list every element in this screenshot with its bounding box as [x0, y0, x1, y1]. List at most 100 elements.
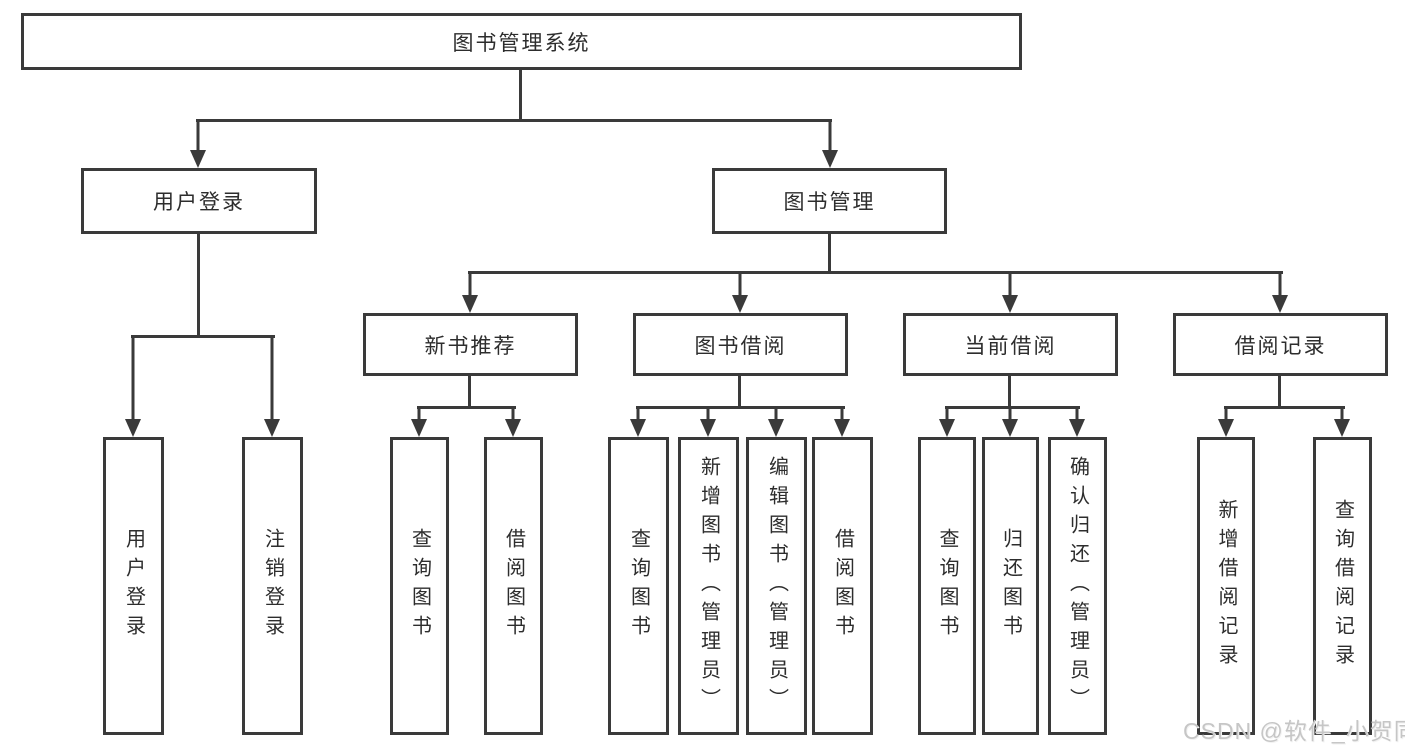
leaf-add-borrow-record: 新增借阅记录 — [1197, 437, 1255, 735]
arrow-group-c-leaf-2 — [768, 407, 784, 437]
arrow-shaft — [828, 120, 832, 152]
arrow-shaft — [945, 407, 949, 421]
arrow-to-leaf-user-login — [125, 336, 141, 437]
arrow-shaft — [1340, 407, 1344, 421]
arrow-shaft — [1008, 272, 1012, 297]
connector-group-c-bar — [636, 406, 845, 409]
arrow-head-icon — [732, 295, 748, 313]
arrow-group-c-leaf-1 — [700, 407, 716, 437]
leaf-query-books-b: 查询图书 — [390, 437, 449, 735]
node-label: 新书推荐 — [424, 334, 517, 358]
arrow-head-icon — [630, 419, 646, 437]
arrow-shaft — [1278, 272, 1282, 297]
leaf-label: 确认归还（管理员） — [1066, 455, 1089, 717]
arrow-to-book-management — [822, 120, 838, 168]
arrow-group-b-leaf-0 — [411, 407, 427, 437]
leaf-label: 新增图书（管理员） — [697, 455, 720, 717]
arrow-group-e-leaf-1 — [1334, 407, 1350, 437]
node-user-login: 用户登录 — [81, 168, 317, 234]
leaf-label: 归还图书 — [999, 528, 1022, 644]
connector-group-c-stem — [738, 376, 741, 407]
arrow-shaft — [774, 407, 778, 421]
node-borrowing-records: 借阅记录 — [1173, 313, 1388, 376]
arrow-head-icon — [1272, 295, 1288, 313]
node-label: 当前借阅 — [964, 334, 1057, 358]
arrow-group-d-leaf-2 — [1069, 407, 1085, 437]
leaf-label: 借阅图书 — [831, 528, 854, 644]
arrow-shaft — [738, 272, 742, 297]
node-book-borrowing: 图书借阅 — [633, 313, 848, 376]
arrow-head-icon — [462, 295, 478, 313]
node-label: 用户登录 — [153, 191, 245, 214]
leaf-label: 用户登录 — [122, 528, 145, 644]
arrow-head-icon — [1218, 419, 1234, 437]
arrow-head-icon — [834, 419, 850, 437]
connector-group-e-bar — [1224, 406, 1345, 409]
node-label: 图书管理 — [783, 191, 876, 214]
arrow-to-leaf-logout — [264, 336, 280, 437]
leaf-query-borrow-record: 查询借阅记录 — [1313, 437, 1372, 735]
leaf-label: 查询图书 — [627, 528, 650, 644]
arrow-shaft — [511, 407, 515, 421]
arrow-head-icon — [1334, 419, 1350, 437]
leaf-label: 编辑图书（管理员） — [765, 455, 788, 717]
arrow-shaft — [196, 120, 200, 152]
arrow-shaft — [417, 407, 421, 421]
arrow-to-user-login — [190, 120, 206, 168]
leaf-borrow-books-b: 借阅图书 — [484, 437, 543, 735]
connector-group-b-stem — [468, 376, 471, 407]
arrow-to-borrow-records — [1272, 272, 1288, 313]
leaf-label: 查询借阅记录 — [1331, 499, 1354, 673]
arrow-head-icon — [264, 419, 280, 437]
node-book-management: 图书管理 — [712, 168, 947, 234]
arrow-shaft — [840, 407, 844, 421]
leaf-label: 新增借阅记录 — [1215, 499, 1237, 673]
arrow-shaft — [706, 407, 710, 421]
leaf-edit-books-admin: 编辑图书（管理员） — [746, 437, 807, 735]
arrow-to-current-borrow — [1002, 272, 1018, 313]
connector-user-login-stem — [197, 234, 200, 336]
arrow-head-icon — [768, 419, 784, 437]
node-new-book-recommendation: 新书推荐 — [363, 313, 578, 376]
csdn-watermark: CSDN @软件_小贺同学 — [1183, 718, 1405, 744]
arrow-head-icon — [822, 150, 838, 168]
leaf-query-books-c: 查询图书 — [608, 437, 669, 735]
leaf-add-books-admin: 新增图书（管理员） — [678, 437, 739, 735]
arrow-shaft — [1224, 407, 1228, 421]
arrow-shaft — [1008, 407, 1012, 421]
arrow-group-d-leaf-0 — [939, 407, 955, 437]
leaf-label: 查询图书 — [408, 528, 431, 644]
leaf-label: 注销登录 — [261, 528, 284, 644]
arrow-shaft — [270, 336, 274, 421]
connector-root-stem — [519, 70, 522, 120]
leaf-label: 借阅图书 — [502, 528, 525, 644]
arrow-group-b-leaf-1 — [505, 407, 521, 437]
arrow-head-icon — [1002, 295, 1018, 313]
arrow-head-icon — [1069, 419, 1085, 437]
arrow-to-book-borrow — [732, 272, 748, 313]
node-label: 图书管理系统 — [452, 31, 591, 55]
connector-group-b-bar — [417, 406, 516, 409]
arrow-shaft — [468, 272, 472, 297]
node-current-borrowing: 当前借阅 — [903, 313, 1118, 376]
arrow-head-icon — [700, 419, 716, 437]
arrow-head-icon — [1002, 419, 1018, 437]
node-label: 图书借阅 — [694, 334, 787, 358]
leaf-borrow-books-c: 借阅图书 — [812, 437, 873, 735]
leaf-query-books-d: 查询图书 — [918, 437, 976, 735]
arrow-group-e-leaf-0 — [1218, 407, 1234, 437]
node-library-management-system: 图书管理系统 — [21, 13, 1022, 70]
arrow-shaft — [1075, 407, 1079, 421]
connector-root-bar — [196, 119, 832, 122]
leaf-logout: 注销登录 — [242, 437, 303, 735]
connector-book-mgmt-bar — [468, 271, 1283, 274]
connector-book-mgmt-stem — [828, 234, 831, 272]
connector-group-e-stem — [1278, 376, 1281, 407]
leaf-confirm-return-admin: 确认归还（管理员） — [1048, 437, 1107, 735]
connector-group-d-bar — [945, 406, 1080, 409]
arrow-shaft — [636, 407, 640, 421]
connector-group-d-stem — [1008, 376, 1011, 407]
node-label: 借阅记录 — [1234, 334, 1327, 358]
arrow-head-icon — [125, 419, 141, 437]
connector-user-login-bar — [131, 335, 275, 338]
